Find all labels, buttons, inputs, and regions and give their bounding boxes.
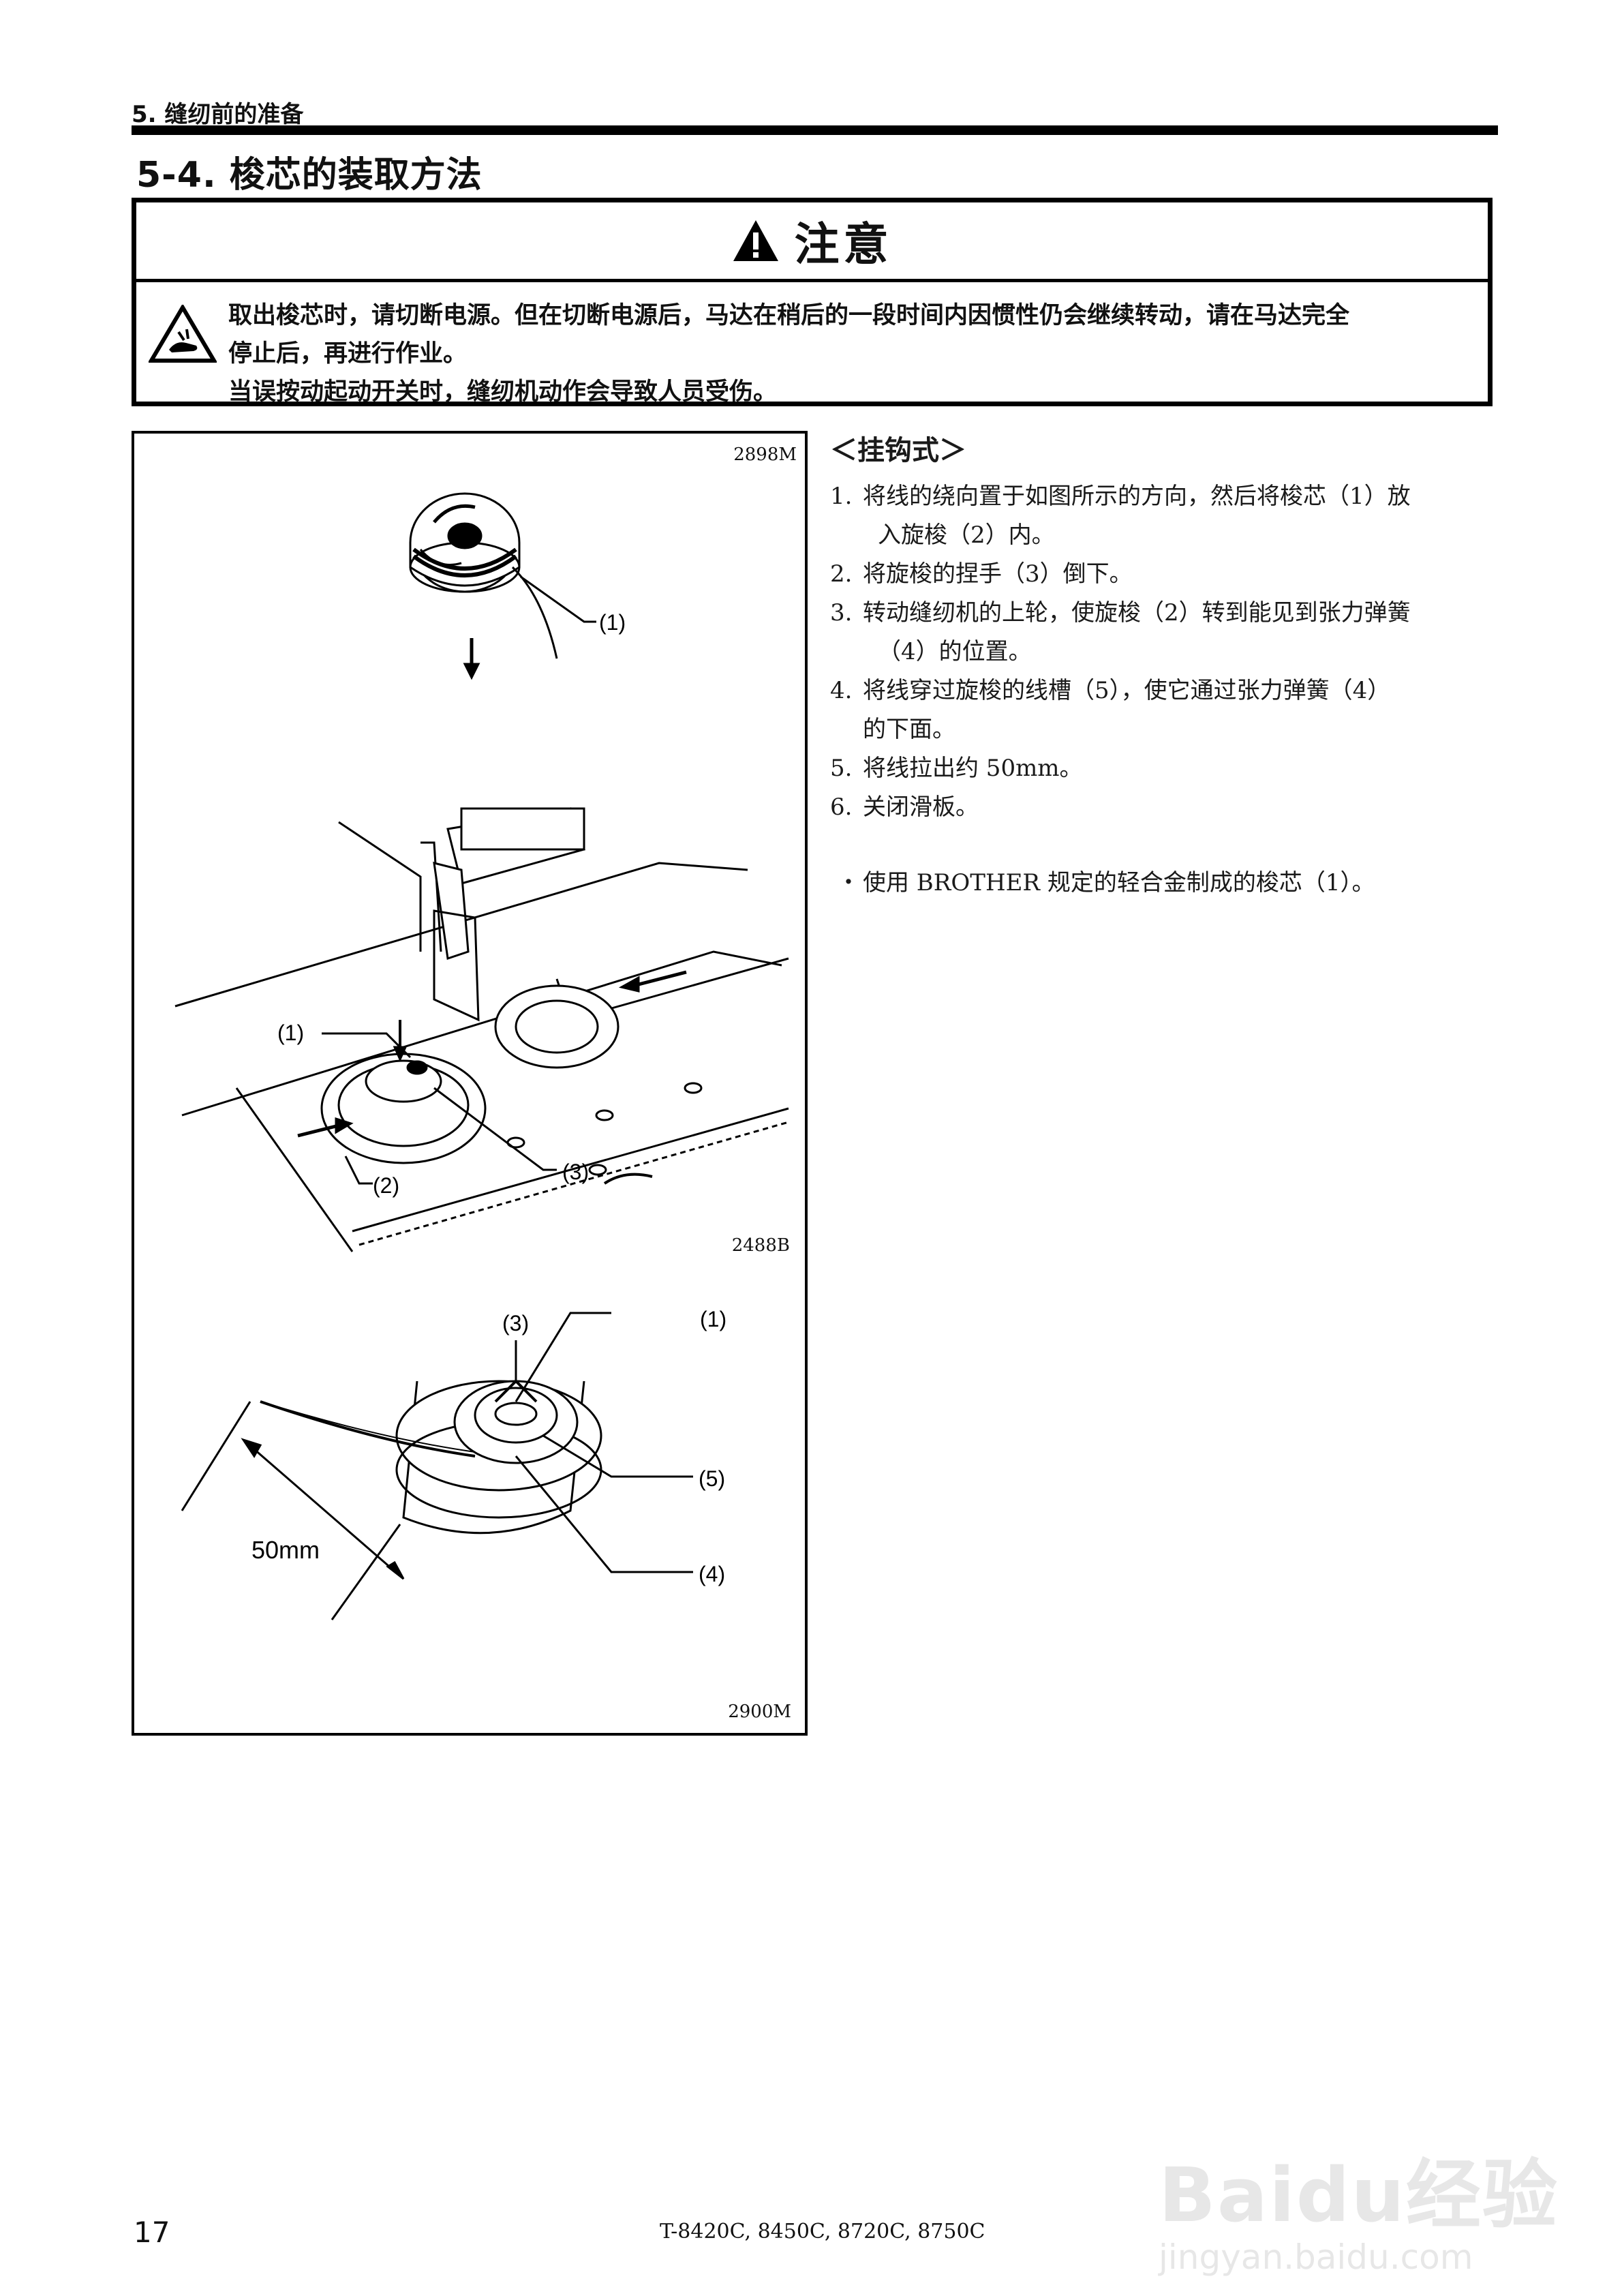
step-number: 4. bbox=[830, 677, 853, 704]
baidu-watermark: Baidu经验 jingyan.baidu.com bbox=[1159, 2134, 1559, 2277]
note-item: ・ 使用 BROTHER 规定的轻合金制成的梭芯（1）。 bbox=[830, 864, 1498, 903]
step-item: 1. 将线的绕向置于如图所示的方向，然后将梭芯（1）放 入旋梭（2）内。 bbox=[830, 477, 1498, 555]
dimension-label: 50mm bbox=[251, 1536, 320, 1564]
step-line: （4）的位置。 bbox=[878, 638, 1032, 665]
hook-type-heading: ＜挂钩式＞ bbox=[830, 435, 966, 466]
label-bot-1: (1) bbox=[700, 1307, 726, 1331]
step-line: 将线拉出约 50mm。 bbox=[863, 755, 1083, 782]
caution-title: 注意 bbox=[794, 218, 893, 271]
step-item: 2. 将旋梭的捏手（3）倒下。 bbox=[830, 555, 1498, 594]
step-line: 的下面。 bbox=[863, 716, 955, 743]
label-mid-1: (1) bbox=[277, 1021, 304, 1045]
step-line: 将线穿过旋梭的线槽（5），使它通过张力弹簧（4） bbox=[863, 677, 1391, 704]
illustrations: (1) bbox=[174, 492, 789, 1620]
step-number: 6. bbox=[830, 794, 853, 821]
step-item: 5. 将线拉出约 50mm。 bbox=[830, 749, 1498, 788]
label-bot-5: (5) bbox=[699, 1466, 725, 1491]
caution-line: 当误按动起动开关时，缝纫机动作会导致人员受伤。 bbox=[228, 378, 778, 406]
caution-box: 注意 取出梭芯时，请切断电源。但在切断电源后，马达在稍后的一段时间内因惯性仍会继… bbox=[132, 198, 1493, 406]
note-text: 使用 BROTHER 规定的轻合金制成的梭芯（1）。 bbox=[863, 869, 1375, 896]
step-number: 3. bbox=[830, 599, 853, 626]
caution-line: 停止后，再进行作业。 bbox=[228, 340, 468, 367]
label-top-1: (1) bbox=[599, 610, 626, 635]
step-line: 入旋梭（2）内。 bbox=[878, 522, 1055, 549]
page-number: 17 bbox=[134, 2216, 170, 2249]
machine-bed-illustration bbox=[174, 807, 789, 1252]
step-item: 3. 转动缝纫机的上轮，使旋梭（2）转到能见到张力弹簧 （4）的位置。 bbox=[830, 594, 1498, 671]
step-number: 2. bbox=[830, 560, 853, 588]
warning-triangle-icon bbox=[733, 220, 778, 261]
step-line: 关闭滑板。 bbox=[863, 794, 979, 821]
step-line: 将旋梭的捏手（3）倒下。 bbox=[863, 560, 1133, 588]
figure-code: 2488B bbox=[731, 1235, 790, 1256]
step-item: 4. 将线穿过旋梭的线槽（5），使它通过张力弹簧（4） 的下面。 bbox=[830, 671, 1498, 749]
figure-code: 2898M bbox=[733, 444, 797, 465]
header-rule bbox=[132, 125, 1498, 135]
instructions-column: ＜挂钩式＞ 1. 将线的绕向置于如图所示的方向，然后将梭芯（1）放 入旋梭（2）… bbox=[830, 428, 1498, 903]
model-footer: T-8420C, 8450C, 8720C, 8750C bbox=[660, 2220, 985, 2244]
label-mid-2: (2) bbox=[373, 1173, 399, 1198]
rotating-hook-illustration bbox=[181, 1312, 693, 1620]
step-number: 1. bbox=[830, 483, 853, 510]
watermark-sub: jingyan.baidu.com bbox=[1159, 2237, 1473, 2277]
section-header: 5. 缝纫前的准备 bbox=[132, 101, 304, 128]
caution-header: 注意 bbox=[136, 202, 1488, 282]
step-number: 5. bbox=[830, 755, 853, 782]
figure-code: 2900M bbox=[728, 1702, 791, 1722]
step-line: 将线的绕向置于如图所示的方向，然后将梭芯（1）放 bbox=[863, 483, 1411, 510]
step-line: 转动缝纫机的上轮，使旋梭（2）转到能见到张力弹簧 bbox=[863, 599, 1411, 626]
label-bot-3: (3) bbox=[502, 1311, 529, 1335]
hand-hazard-icon bbox=[149, 305, 217, 363]
caution-text: 取出梭芯时，请切断电源。但在切断电源后，马达在稍后的一段时间内因惯性仍会继续转动… bbox=[228, 297, 1349, 411]
bobbin-illustration bbox=[409, 492, 596, 680]
watermark-main: Baidu经验 bbox=[1159, 2151, 1559, 2239]
page-title: 5-4. 梭芯的装取方法 bbox=[136, 155, 483, 196]
step-item: 6. 关闭滑板。 bbox=[830, 788, 1498, 827]
caution-line: 取出梭芯时，请切断电源。但在切断电源后，马达在稍后的一段时间内因惯性仍会继续转动… bbox=[228, 302, 1350, 329]
label-bot-4: (4) bbox=[699, 1562, 725, 1586]
figure-frame: 2898M 2488B 2900M (1) bbox=[132, 431, 808, 1736]
note-bullet: ・ bbox=[837, 869, 860, 896]
label-mid-3: (3) bbox=[562, 1160, 589, 1184]
